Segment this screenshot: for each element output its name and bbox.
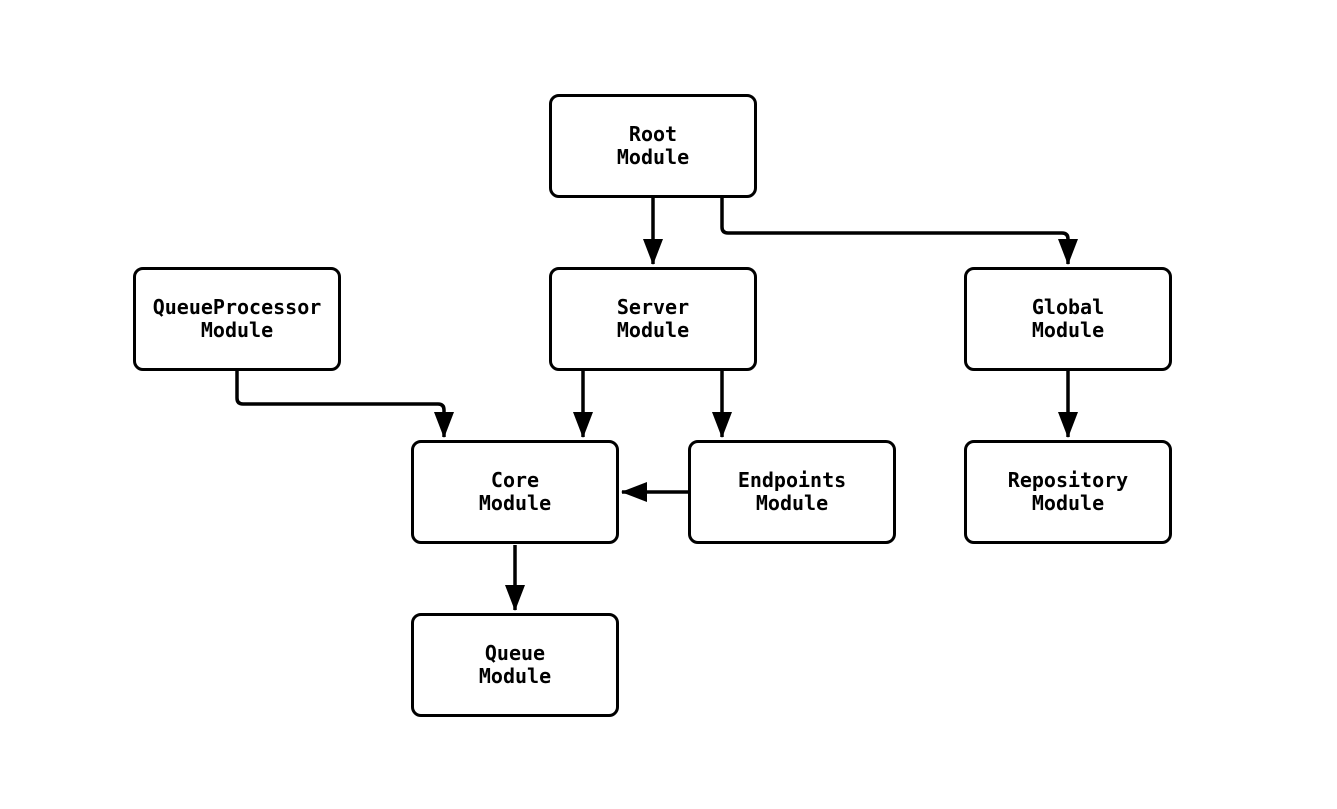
edge-root-to-global	[720, 198, 1078, 265]
node-repository-module-suffix: Module	[1031, 491, 1105, 515]
node-repository-module-name: Repository	[1007, 468, 1129, 492]
edge-queueprocessor-to-core	[235, 369, 454, 438]
node-core-module-name: Core	[490, 468, 540, 492]
node-queue-module-name: Queue	[484, 641, 546, 665]
node-core-module: Core Module	[411, 440, 619, 544]
node-global-module: Global Module	[964, 267, 1172, 371]
node-endpoints-module-name: Endpoints	[737, 468, 847, 492]
node-server-module-suffix: Module	[616, 318, 690, 342]
node-server-module-name: Server	[616, 295, 690, 319]
node-root-module-suffix: Module	[616, 145, 690, 169]
node-queueprocessor-module-name: QueueProcessor	[152, 295, 322, 319]
node-endpoints-module-suffix: Module	[755, 491, 829, 515]
node-global-module-suffix: Module	[1031, 318, 1105, 342]
node-root-module: Root Module	[549, 94, 757, 198]
node-server-module: Server Module	[549, 267, 757, 371]
node-endpoints-module: Endpoints Module	[688, 440, 896, 544]
node-repository-module: Repository Module	[964, 440, 1172, 544]
node-queueprocessor-module: QueueProcessor Module	[133, 267, 341, 371]
node-root-module-name: Root	[628, 122, 678, 146]
node-core-module-suffix: Module	[478, 491, 552, 515]
node-global-module-name: Global	[1031, 295, 1105, 319]
node-queue-module-suffix: Module	[478, 664, 552, 688]
node-queue-module: Queue Module	[411, 613, 619, 717]
node-queueprocessor-module-suffix: Module	[200, 318, 274, 342]
